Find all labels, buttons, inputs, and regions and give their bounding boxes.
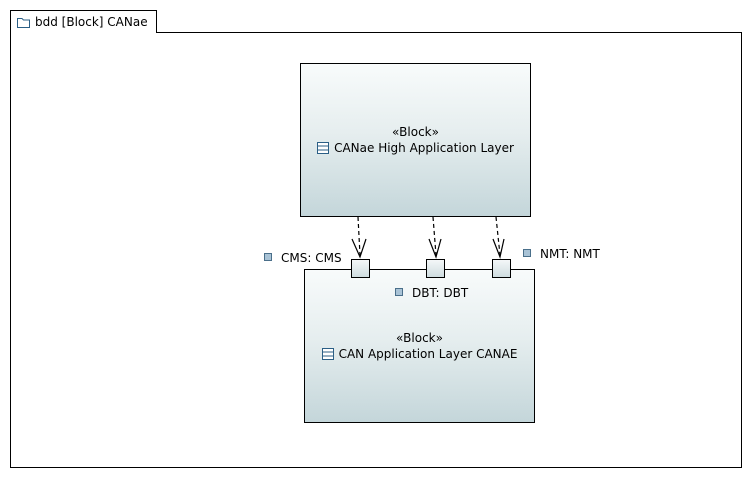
port-label-icon	[523, 249, 531, 257]
port-cms[interactable]	[351, 259, 370, 278]
dependency-nmt-arrowhead	[492, 238, 505, 260]
folder-icon	[17, 18, 30, 28]
port-label-icon	[395, 288, 403, 296]
frame-label: bdd [Block] CANae	[35, 15, 148, 29]
port-dbt[interactable]	[426, 259, 445, 278]
dependency-nmt	[495, 216, 501, 256]
port-label-nmt: NMT: NMT	[523, 247, 600, 261]
port-label-text: NMT: NMT	[540, 247, 600, 261]
block-stereotype: «Block»	[392, 125, 439, 139]
port-nmt[interactable]	[492, 259, 511, 278]
block-high-application-layer[interactable]: «Block» CANae High Application Layer	[300, 63, 531, 217]
port-label-icon	[264, 253, 272, 261]
block-name: CAN Application Layer CANAE	[305, 347, 534, 361]
port-label-dbt: DBT: DBT	[395, 286, 468, 300]
frame-tab[interactable]: bdd [Block] CANae	[10, 10, 157, 33]
block-stereotype: «Block»	[396, 331, 443, 345]
port-label-text: DBT: DBT	[412, 286, 469, 300]
block-name-text: CANae High Application Layer	[334, 141, 514, 155]
dependency-cms	[357, 216, 361, 256]
dependency-dbt-arrowhead	[428, 238, 442, 259]
port-label-cms: CMS: CMS	[264, 251, 342, 265]
dependency-dbt	[432, 216, 437, 256]
block-icon	[321, 348, 334, 360]
block-name: CANae High Application Layer	[301, 141, 530, 155]
block-name-text: CAN Application Layer CANAE	[338, 347, 518, 361]
dependency-cms-arrowhead	[351, 238, 367, 259]
block-can-application-layer[interactable]: «Block» CAN Application Layer CANAE	[304, 269, 535, 423]
diagram-frame	[10, 32, 742, 468]
port-label-text: CMS: CMS	[281, 251, 342, 265]
block-icon	[317, 142, 330, 154]
